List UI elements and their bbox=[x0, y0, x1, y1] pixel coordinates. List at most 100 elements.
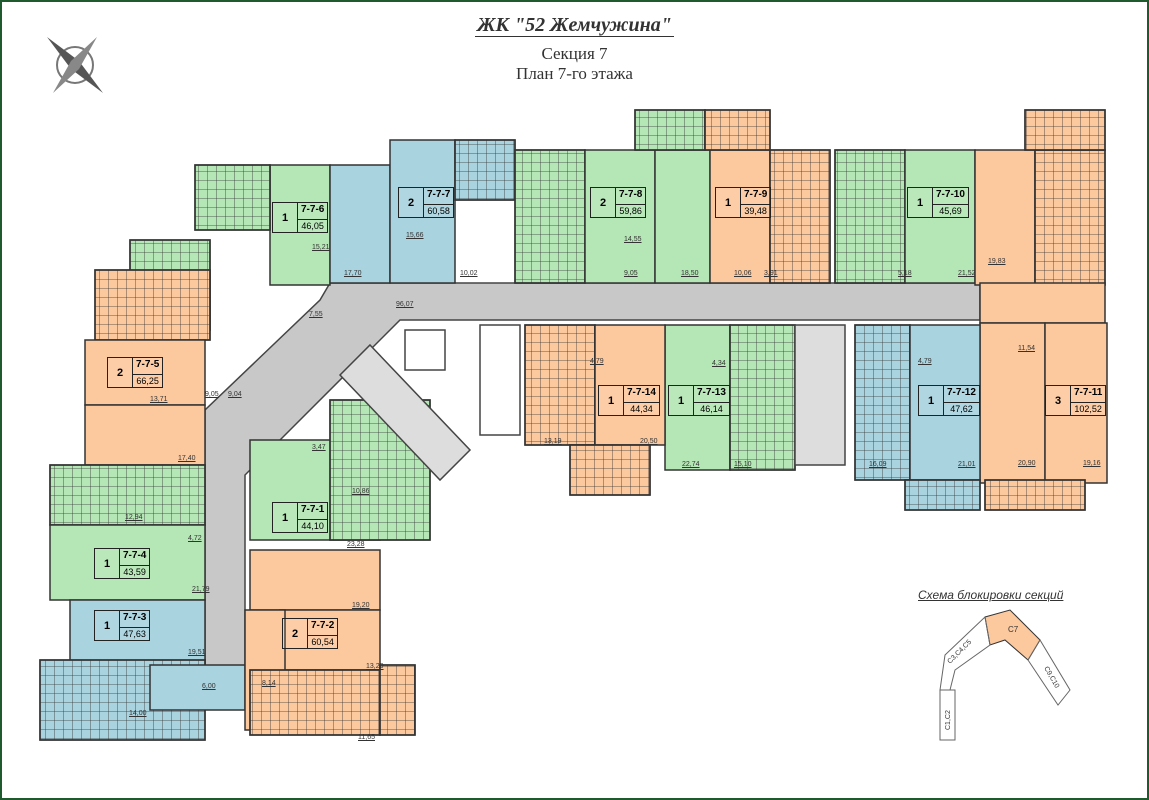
tiled-floor bbox=[379, 664, 416, 736]
apartment-rooms: 2 bbox=[399, 188, 424, 217]
apartment-number: 7-7-1 bbox=[298, 503, 328, 520]
apartment-area: 102,52 bbox=[1074, 404, 1102, 414]
complex-title: ЖК "52 Жемчужина" bbox=[0, 14, 1149, 37]
apartment-area: 46,05 bbox=[301, 221, 324, 231]
room-area-label: 21,79 bbox=[192, 586, 210, 593]
room-area-label: 4,79 bbox=[918, 358, 932, 365]
room-green bbox=[49, 524, 206, 601]
room-area-label: 11,54 bbox=[1018, 345, 1035, 352]
room-area-label: 9,05 bbox=[624, 270, 638, 277]
room-area-label: 21,52 bbox=[958, 270, 976, 277]
apartment-number: 7-7-11 bbox=[1071, 386, 1106, 403]
room-area-label: 11,65 bbox=[358, 734, 375, 741]
apartment-rooms: 2 bbox=[591, 188, 616, 217]
tiled-floor bbox=[194, 164, 271, 231]
room-area-label: 23,28 bbox=[347, 541, 365, 548]
scheme-label-c3-c5: C3,C4,C5 bbox=[946, 639, 973, 666]
tiled-floor bbox=[704, 109, 771, 151]
apartment-area: 66,25 bbox=[136, 376, 159, 386]
room-area-label: 3,47 bbox=[312, 444, 326, 451]
apartment-area: 47,62 bbox=[950, 404, 973, 414]
room-orange bbox=[979, 322, 1046, 484]
corridor-area: 96,07 bbox=[396, 301, 414, 308]
room-area-label: 22,74 bbox=[682, 461, 700, 468]
room-area-label: 19,51 bbox=[188, 649, 206, 656]
room-area-label: 8,14 bbox=[262, 680, 276, 687]
complex-name: ЖК "52 Жемчужина" bbox=[475, 14, 674, 37]
tiled-floor bbox=[904, 479, 981, 511]
tiled-floor bbox=[854, 324, 911, 481]
room-area-label: 4,79 bbox=[590, 358, 604, 365]
room-area-label: 19,20 bbox=[352, 602, 370, 609]
room-area-label: 15,21 bbox=[312, 244, 330, 251]
room-area-label: 10,06 bbox=[734, 270, 752, 277]
apartment-number: 7-7-3 bbox=[120, 611, 150, 628]
apartment-number: 7-7-14 bbox=[624, 386, 659, 403]
apartment-area: 46,14 bbox=[700, 404, 723, 414]
room-orange bbox=[1044, 322, 1108, 484]
floor-plan-title: План 7-го этажа bbox=[516, 64, 633, 83]
scheme-title: Схема блокировки секций bbox=[918, 588, 1064, 602]
apartment-area: 60,58 bbox=[427, 206, 450, 216]
room-area-label: 15,10 bbox=[734, 461, 752, 468]
apartment-number: 7-7-7 bbox=[424, 188, 454, 205]
apartment-number: 7-7-6 bbox=[298, 203, 328, 220]
apartment-area: 43,59 bbox=[123, 567, 146, 577]
apartment-area: 59,86 bbox=[619, 206, 642, 216]
room-area-label: 4,72 bbox=[188, 535, 202, 542]
apartment-number: 7-7-10 bbox=[933, 188, 968, 205]
scheme-label-c1-c2: C1,C2 bbox=[945, 710, 952, 730]
apartment-rooms: 1 bbox=[669, 386, 694, 415]
room-area-label: 7,55 bbox=[309, 311, 323, 318]
apartment-number: 7-7-2 bbox=[308, 619, 338, 636]
room-area-label: 12,94 bbox=[125, 514, 143, 521]
room-area-label: 10,02 bbox=[460, 270, 478, 277]
room-orange bbox=[84, 339, 206, 406]
apartment-number: 7-7-4 bbox=[120, 549, 150, 566]
apartment-area: 60,54 bbox=[311, 637, 334, 647]
room-area-label: 14,00 bbox=[129, 710, 147, 717]
apartment-area: 44,34 bbox=[630, 404, 653, 414]
room-area-label: 18,50 bbox=[681, 270, 699, 277]
room-orange bbox=[249, 549, 381, 611]
apartment-number: 7-7-9 bbox=[741, 188, 771, 205]
tiled-floor bbox=[94, 269, 211, 341]
room-area-label: 20,90 bbox=[1018, 460, 1036, 467]
apartment-rooms: 1 bbox=[716, 188, 741, 217]
room-area-label: 9,04 bbox=[228, 391, 242, 398]
apartment-rooms: 3 bbox=[1046, 386, 1071, 415]
tiled-floor bbox=[514, 149, 586, 284]
apartment-rooms: 1 bbox=[908, 188, 933, 217]
apartment-number: 7-7-8 bbox=[616, 188, 646, 205]
room-area-label: 4,34 bbox=[712, 360, 726, 367]
tiled-floor bbox=[1034, 149, 1106, 286]
room-green bbox=[654, 149, 711, 284]
apartment-zones bbox=[39, 109, 1108, 741]
tiled-floor bbox=[454, 139, 516, 201]
tiled-floor bbox=[249, 669, 381, 736]
room-orange bbox=[979, 282, 1106, 324]
room-area-label: 21,01 bbox=[958, 461, 976, 468]
room-area-label: 15,66 bbox=[406, 232, 424, 239]
apartment-rooms: 1 bbox=[919, 386, 944, 415]
section-title: Секция 7 bbox=[541, 44, 608, 63]
room-area-label: 13,71 bbox=[150, 396, 168, 403]
apartment-rooms: 1 bbox=[273, 203, 298, 232]
tiled-floor bbox=[524, 324, 596, 446]
tiled-floor bbox=[729, 324, 796, 471]
